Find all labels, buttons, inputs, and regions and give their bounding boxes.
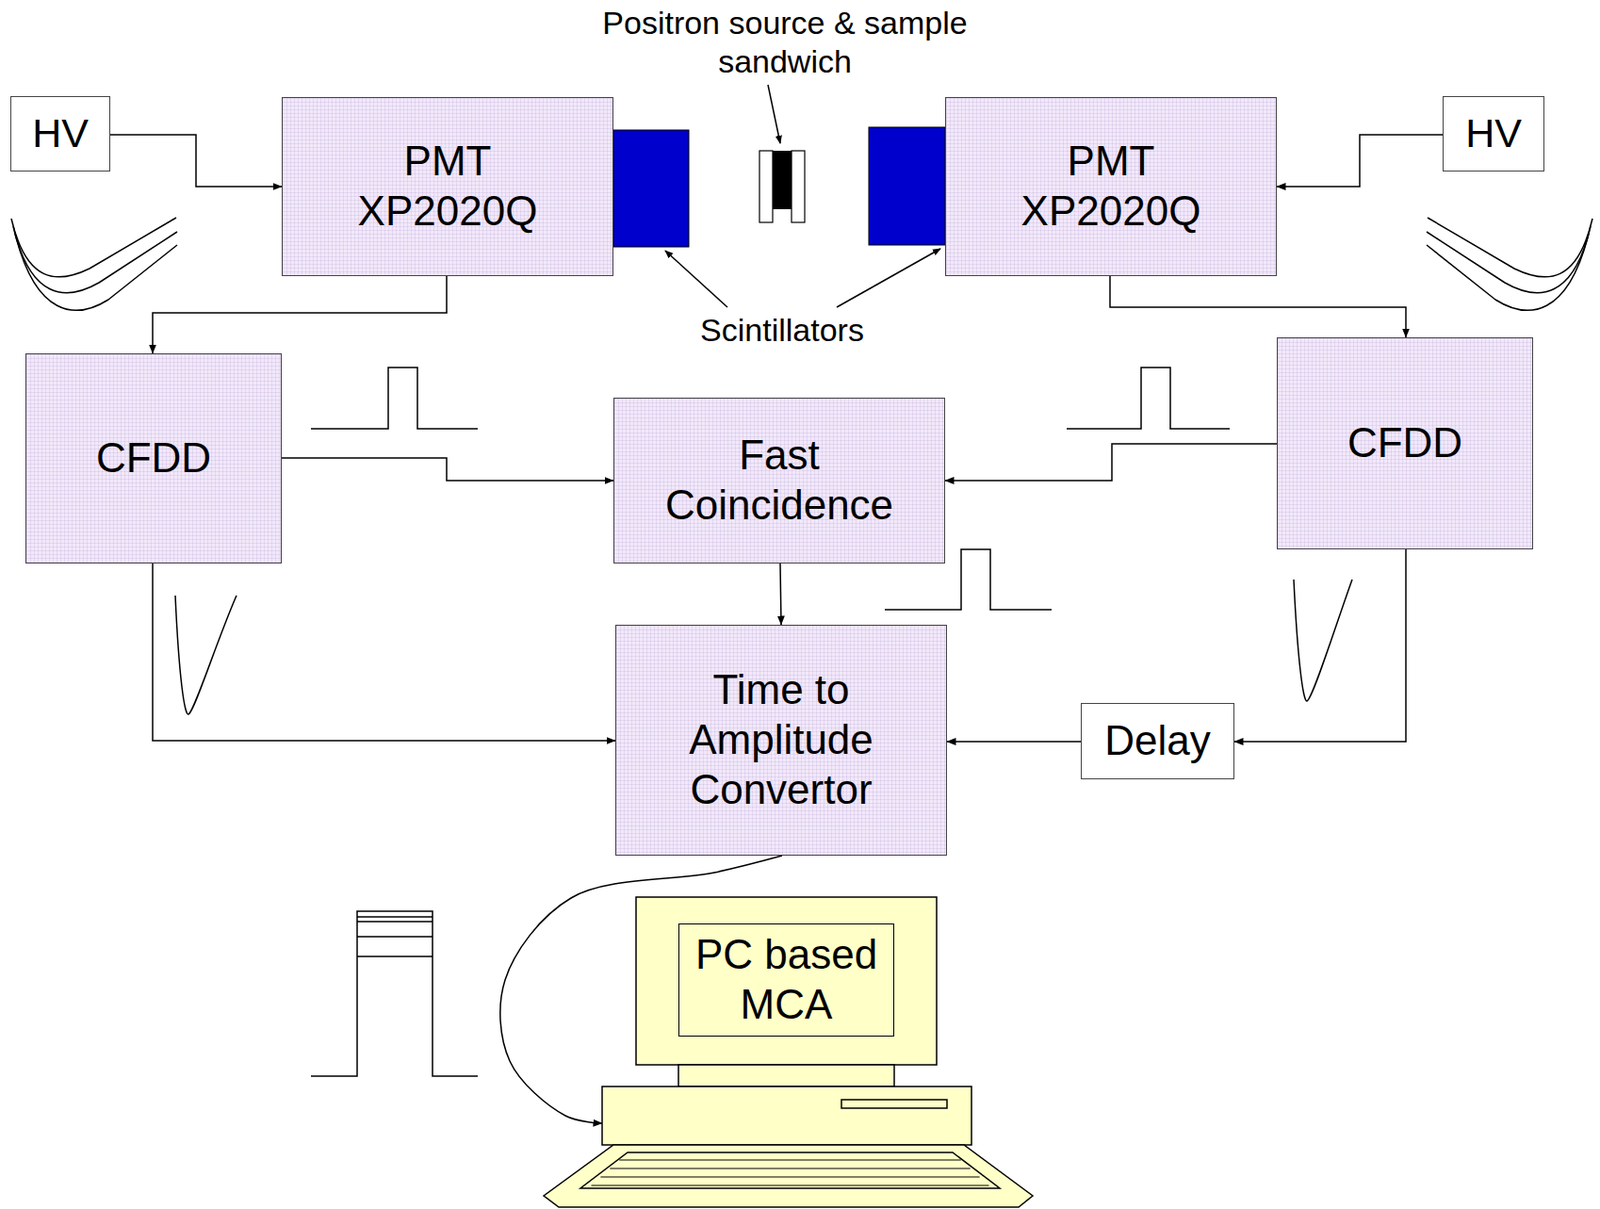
signal-connector <box>946 740 1081 743</box>
node-label: PC based MCA <box>680 930 893 1030</box>
converter-box: Time to Amplitude Convertor <box>615 624 947 856</box>
pmt-waveform <box>1426 217 1593 311</box>
discriminator-box: CFDD <box>1276 337 1534 550</box>
signal-connector <box>1110 276 1406 338</box>
signal-connector <box>152 276 447 354</box>
node-label: PMT XP2020Q <box>1021 136 1202 237</box>
signal-connector <box>152 563 616 741</box>
computer-node: PC based MCA <box>538 896 1038 1209</box>
photomultiplier-box: PMT XP2020Q <box>281 97 614 277</box>
signal-connector <box>1234 549 1406 742</box>
node-label: CFDD <box>96 433 212 484</box>
power-supply-box: HV <box>1442 96 1545 172</box>
scintillator <box>868 127 946 245</box>
node-label: Delay <box>1104 716 1211 767</box>
source-sandwich <box>759 150 805 223</box>
power-supply-box: HV <box>10 96 111 172</box>
monitor-screen: PC based MCA <box>678 923 895 1037</box>
scintillator <box>613 130 689 247</box>
signal-connector <box>945 443 1277 481</box>
node-label: HV <box>1465 109 1522 159</box>
leader-line <box>665 250 728 308</box>
photomultiplier-box: PMT XP2020Q <box>945 97 1277 277</box>
node-label: HV <box>32 109 89 159</box>
signal-connector <box>1276 134 1443 187</box>
leader-line <box>836 248 941 308</box>
source-label: Positron source & sample sandwich <box>577 3 993 82</box>
timing-pulse <box>175 595 237 715</box>
signal-connector <box>281 457 614 481</box>
tac-pulse <box>310 911 478 1077</box>
node-label: PMT XP2020Q <box>358 136 539 237</box>
node-label: Fast Coincidence <box>665 430 894 531</box>
node-label: Time to Amplitude Convertor <box>670 665 893 815</box>
discriminator-box: CFDD <box>25 353 282 564</box>
pmt-waveform <box>11 217 178 311</box>
leader-line <box>767 84 781 144</box>
timing-pulse <box>1293 579 1353 702</box>
logic-pulse <box>1066 367 1230 429</box>
node-label: CFDD <box>1347 418 1463 469</box>
coincidence-box: Fast Coincidence <box>613 397 946 564</box>
signal-connector <box>110 134 282 187</box>
scintillator-label: Scintillators <box>700 310 865 350</box>
logic-pulse <box>310 367 478 429</box>
signal-connector <box>780 563 782 625</box>
delay-box: Delay <box>1080 702 1235 780</box>
